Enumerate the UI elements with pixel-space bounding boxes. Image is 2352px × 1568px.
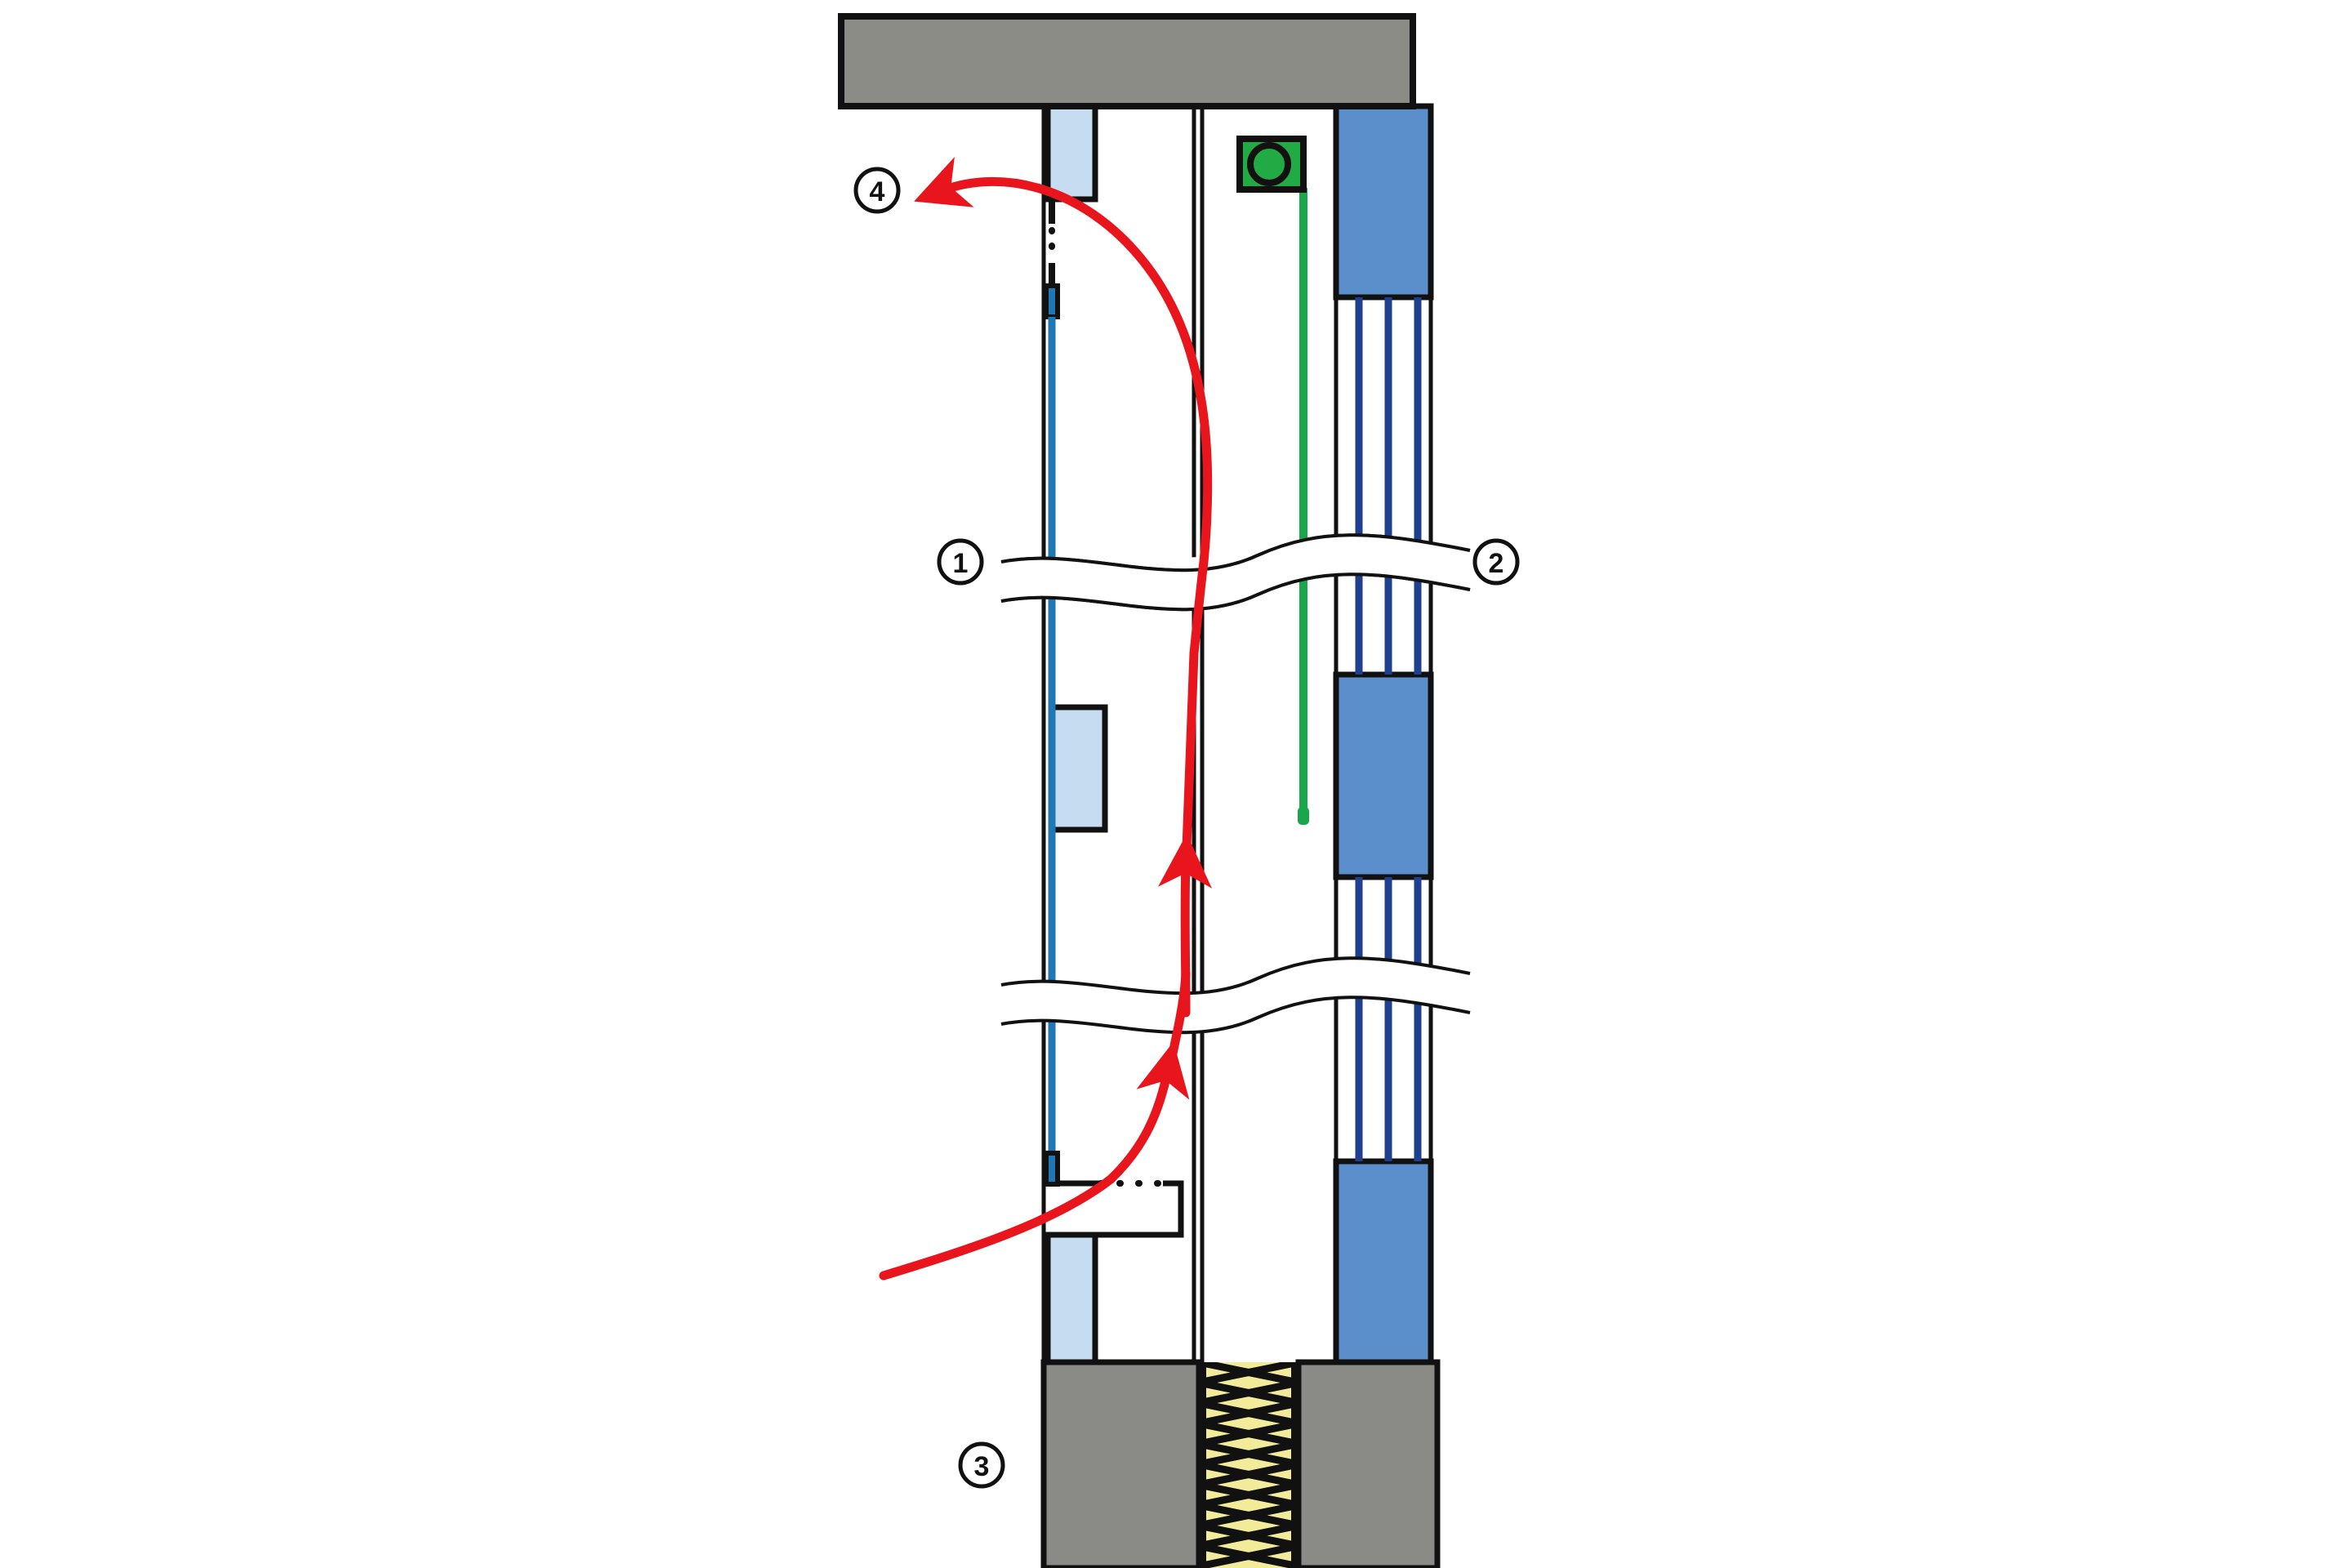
fiber-sensor-carrier (1044, 283, 1060, 319)
callout-4: 4 (853, 167, 901, 214)
green-line-terminator (1298, 807, 1309, 825)
callout-4-label: 4 (870, 176, 885, 207)
red-flow-segment-mid-c (1189, 557, 1209, 658)
braided-gravel-pack-column (1199, 1362, 1298, 1568)
red-flow-segment-lower (879, 1174, 1116, 1281)
mid-right-completion-block (1333, 671, 1434, 880)
callout-2-circle (1472, 538, 1520, 586)
red-flow-segment-mid-b (1181, 648, 1199, 874)
break-line-upper (1000, 533, 1471, 612)
callout-1-circle (937, 538, 984, 586)
callout-3-circle (958, 1441, 1005, 1489)
red-flow-segment-rise-1 (1106, 1041, 1190, 1184)
callout-3: 3 (958, 1441, 1005, 1489)
callout-2-label: 2 (1489, 548, 1504, 579)
upper-right-completion-block (1333, 103, 1434, 301)
formation-block-right (1295, 1359, 1441, 1568)
callout-1: 1 (937, 538, 984, 586)
lower-left-annulus-block (1045, 1232, 1098, 1365)
right-completion-blocks (1333, 103, 1434, 1365)
lower-right-completion-block (1333, 1158, 1434, 1365)
fiber-bottom-terminator (1044, 1151, 1060, 1187)
callout-1-label: 1 (953, 548, 969, 579)
green-control-assembly (1236, 136, 1309, 825)
break-line-lower (1000, 956, 1471, 1035)
green-valve-port-icon (1247, 142, 1291, 186)
callout-2: 2 (1472, 538, 1520, 586)
callout-group: 1 2 3 4 (853, 167, 1520, 1489)
callout-4-circle (853, 167, 901, 214)
mid-left-annulus-block (1049, 704, 1108, 833)
wellhead-surface-slab (838, 13, 1416, 109)
red-flow-path-arrow (879, 157, 1213, 1281)
formation-layer (1040, 1359, 1441, 1568)
callout-3-label: 3 (974, 1451, 990, 1482)
red-flow-segment-upper (914, 157, 1213, 567)
formation-block-left (1040, 1359, 1202, 1568)
blue-sensing-fiber-assembly (1044, 199, 1060, 1187)
upper-left-annulus-block (1045, 103, 1098, 203)
red-flow-segment-mid (1158, 833, 1213, 1018)
navy-control-lines (1355, 297, 1422, 1161)
left-annulus-blocks (1045, 103, 1108, 1365)
